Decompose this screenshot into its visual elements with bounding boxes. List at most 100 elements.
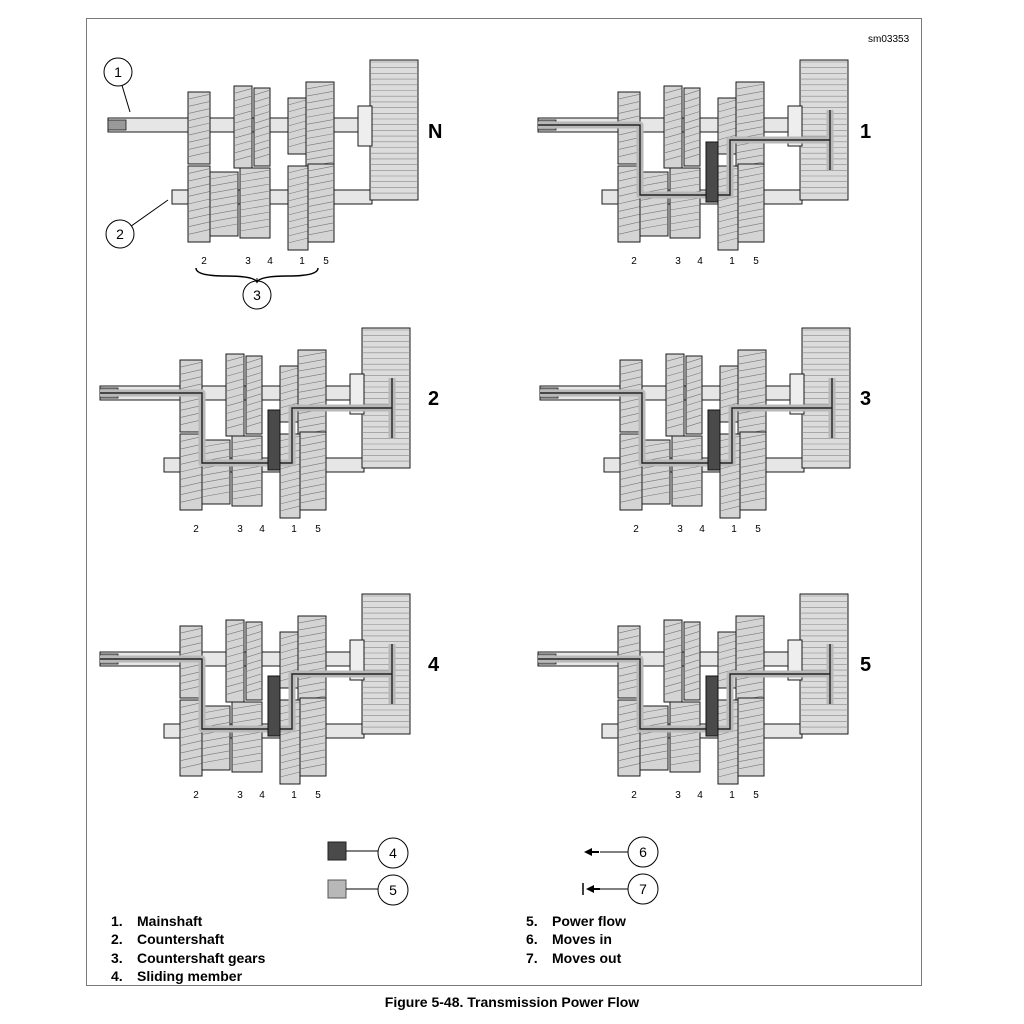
counter-gear-4 [669, 167, 701, 239]
legend-callout-7 [627, 873, 659, 905]
key-item-countershaft: 2.Countershaft [111, 931, 225, 948]
gear-label-5: 5 [755, 524, 761, 535]
countershaft-gears-brace [195, 267, 319, 284]
gear-label-4: 4 [259, 790, 265, 801]
main-gear-4 [245, 355, 263, 435]
gear-label-1: 1 [731, 524, 737, 535]
panel-mode-3: 2 3 4 1 5 [539, 327, 851, 535]
counter-gear-2 [187, 165, 211, 243]
counter-gear-3 [639, 705, 669, 771]
clutch-drum [787, 59, 849, 201]
sliding-member-swatch [327, 841, 347, 861]
main-gear-3 [225, 353, 245, 437]
main-gear-5 [735, 615, 765, 709]
counter-gear-4 [669, 701, 701, 773]
callout-circle-2 [105, 219, 135, 249]
figure-frame [86, 18, 922, 986]
sliding-member [707, 409, 721, 471]
gear-label-1: 1 [299, 256, 305, 267]
gear-label-2: 2 [201, 256, 207, 267]
gear-label-2: 2 [633, 524, 639, 535]
sliding-member [705, 141, 719, 203]
counter-gear-5 [737, 163, 765, 243]
gear-label-5: 5 [753, 256, 759, 267]
counter-gear-3 [201, 705, 231, 771]
callout-circle-1 [103, 57, 133, 87]
legend-number-4: 4 [389, 845, 397, 861]
gear-label-4: 4 [699, 524, 705, 535]
counter-gear-5 [299, 431, 327, 511]
gear-label-1: 1 [291, 790, 297, 801]
gear-label-3: 3 [677, 524, 683, 535]
gear-label-2: 2 [631, 256, 637, 267]
power-flow-line [538, 644, 831, 730]
counter-gear-4 [231, 435, 263, 507]
moves-in-arrow-icon [584, 848, 599, 856]
clutch-drum [349, 327, 411, 469]
main-gear-5 [297, 349, 327, 443]
main-gear-3 [663, 619, 683, 703]
mode-label-5: 5 [860, 654, 872, 676]
mode-label-2: 2 [428, 388, 440, 410]
counter-gear-4 [239, 167, 271, 239]
main-gear-3 [233, 85, 253, 169]
counter-gear-3 [201, 439, 231, 505]
callout-number-2: 2 [116, 226, 124, 242]
clutch-drum [357, 59, 419, 201]
gear-label-3: 3 [237, 790, 243, 801]
figure-caption: Figure 5-48. Transmission Power Flow [384, 994, 640, 1010]
main-gear-4 [683, 621, 701, 701]
counter-gear-5 [737, 697, 765, 777]
main-gear-4 [685, 355, 703, 435]
gear-label-2: 2 [631, 790, 637, 801]
key-item-countershaft-gears: 3.Countershaft gears [111, 949, 266, 966]
main-gear-2 [187, 91, 211, 165]
gear-label-4: 4 [697, 256, 703, 267]
power-flow-line [540, 378, 833, 464]
main-gear-5 [305, 81, 335, 175]
key-list-left: 1.Mainshaft 2.Countershaft 3.Countershaf… [111, 912, 265, 986]
callout-number-3: 3 [253, 287, 261, 303]
counter-gear-3 [641, 439, 671, 505]
gear-label-3: 3 [675, 256, 681, 267]
gear-label-3: 3 [245, 256, 251, 267]
sliding-member [705, 675, 719, 737]
legend-callout-4 [377, 837, 409, 869]
gear-label-4: 4 [259, 524, 265, 535]
counter-gear-2 [617, 165, 641, 243]
gear-label-1: 1 [291, 524, 297, 535]
counter-gear-1 [287, 165, 309, 251]
gear-label-5: 5 [315, 790, 321, 801]
counter-gear-2 [619, 433, 643, 511]
gear-label-1: 1 [729, 256, 735, 267]
power-flow-line [100, 378, 393, 464]
main-gear-4 [245, 621, 263, 701]
power-flow-swatch [327, 879, 347, 899]
mainshaft-spline [107, 119, 127, 131]
mode-label-N: N [428, 121, 443, 143]
power-flow-line [538, 110, 831, 196]
key-item-sliding-member: 4.Sliding member [111, 968, 243, 985]
panel-mode-1: 2 3 4 1 5 [537, 59, 849, 267]
clutch-drum [349, 593, 411, 735]
legend-number-6: 6 [639, 844, 647, 860]
clutch-drum [787, 593, 849, 735]
mode-label-1: 1 [860, 121, 872, 143]
gear-label-5: 5 [753, 790, 759, 801]
key-item-mainshaft: 1.Mainshaft [111, 913, 203, 929]
sliding-member [267, 409, 281, 471]
counter-gear-5 [739, 431, 767, 511]
counter-gear-3 [209, 171, 239, 237]
counter-gear-5 [299, 697, 327, 777]
gear-label-4: 4 [697, 790, 703, 801]
main-gear-3 [665, 353, 685, 437]
main-gear-4 [683, 87, 701, 167]
counter-gear-2 [617, 699, 641, 777]
legend-callout-5 [377, 874, 409, 906]
legend-callout-6 [627, 836, 659, 868]
gear-label-5: 5 [315, 524, 321, 535]
